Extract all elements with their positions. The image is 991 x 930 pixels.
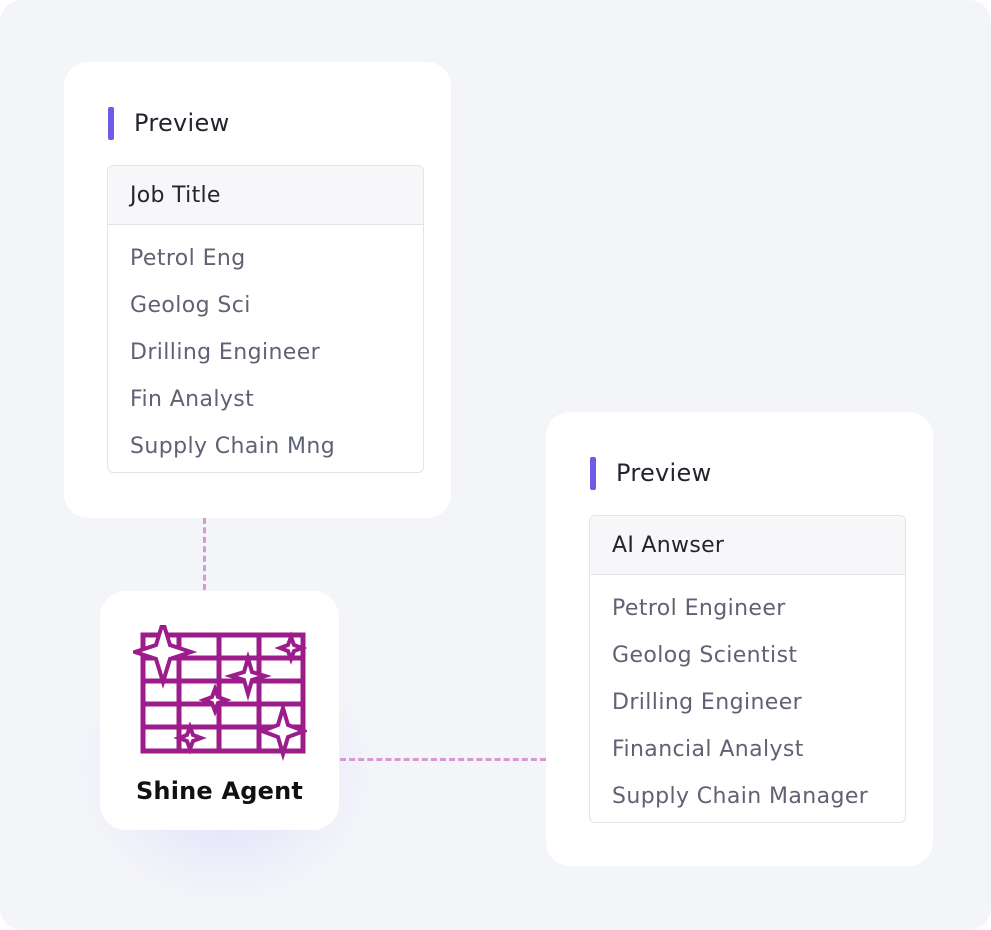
output-preview-title: Preview xyxy=(616,459,712,487)
table-row: Supply Chain Mng xyxy=(130,434,336,459)
output-preview-accent-bar xyxy=(590,456,596,490)
table-row: Fin Analyst xyxy=(130,387,255,412)
table-row: Geolog Sci xyxy=(130,293,251,318)
table-row: Petrol Engineer xyxy=(612,596,786,621)
agent-label: Shine Agent xyxy=(135,777,304,805)
table-row: Petrol Eng xyxy=(130,246,246,271)
connector-agent-to-output xyxy=(340,758,546,761)
input-preview-accent-bar xyxy=(108,106,114,140)
table-row: Supply Chain Manager xyxy=(612,784,869,809)
agent-node[interactable]: Shine Agent xyxy=(100,591,339,830)
output-preview-table: AI Anwser Petrol Engineer Geolog Scienti… xyxy=(589,515,906,823)
input-preview-table: Job Title Petrol Eng Geolog Sci Drilling… xyxy=(107,165,424,473)
sparkle-grid-icon xyxy=(133,625,307,762)
table-row: Geolog Scientist xyxy=(612,643,798,668)
output-preview-card: Preview AI Anwser Petrol Engineer Geolog… xyxy=(546,412,933,866)
table-row: Financial Analyst xyxy=(612,737,804,762)
table-row: Drilling Engineer xyxy=(612,690,803,715)
input-preview-heading: Preview xyxy=(108,106,230,140)
table-row: Drilling Engineer xyxy=(130,340,321,365)
input-column-header: Job Title xyxy=(108,166,423,225)
connector-input-to-agent xyxy=(203,518,206,590)
input-preview-title: Preview xyxy=(134,109,230,137)
output-preview-heading: Preview xyxy=(590,456,712,490)
output-column-header: AI Anwser xyxy=(590,516,905,575)
input-preview-card: Preview Job Title Petrol Eng Geolog Sci … xyxy=(64,62,451,518)
